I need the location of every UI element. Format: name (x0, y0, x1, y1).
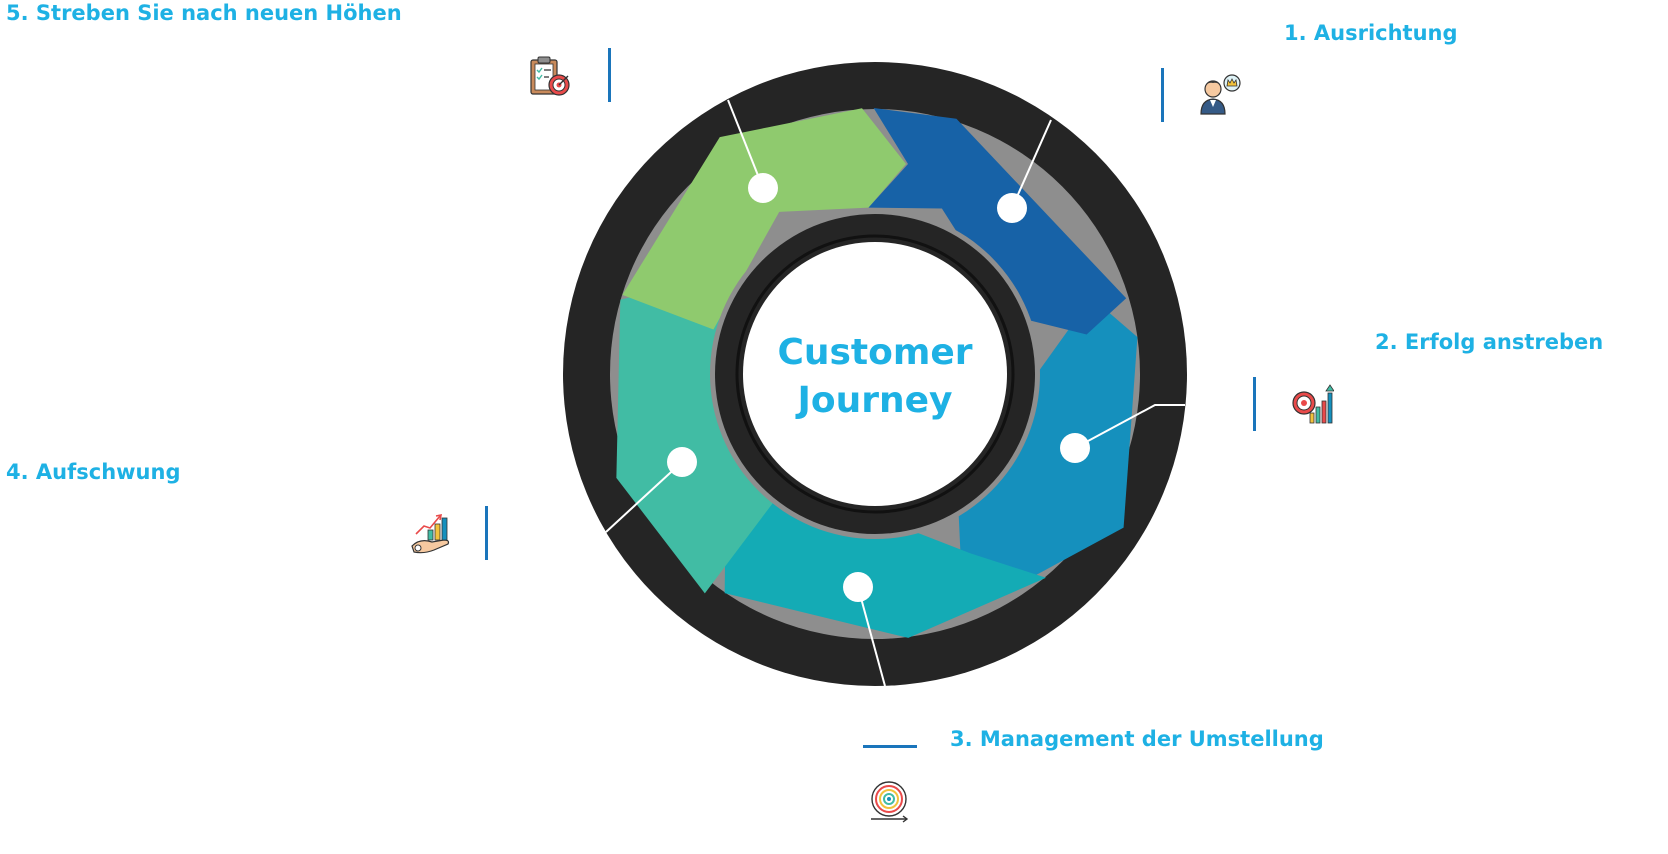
node-1 (997, 193, 1027, 223)
connector-3 (857, 586, 886, 687)
step-1-title: 1. Ausrichtung (1284, 20, 1458, 46)
hand-growth-chart-icon (411, 513, 450, 554)
node-2 (1060, 433, 1090, 463)
step-4-number: 4. (6, 460, 29, 484)
target-growth-chart-icon (1292, 384, 1334, 424)
step-3-label: Management der Umstellung (979, 727, 1324, 751)
connector-group (605, 99, 1185, 687)
segment-3 (724, 490, 1047, 638)
step-4-label: Aufschwung (35, 460, 181, 484)
connector-4 (605, 461, 683, 533)
segment-2 (957, 297, 1138, 590)
step-3-title: 3. Management der Umstellung (950, 726, 1324, 752)
step-5-number: 5. (6, 1, 29, 25)
step-2-number: 2. (1375, 330, 1398, 354)
segment-group (616, 108, 1138, 638)
segment-5 (622, 108, 906, 330)
step-3-accent-line (863, 745, 917, 748)
step-1-number: 1. (1284, 21, 1307, 45)
node-group (667, 173, 1090, 602)
connector-5 (727, 99, 764, 189)
segment-1 (868, 108, 1127, 335)
step-4-title: 4. Aufschwung (6, 459, 180, 485)
center-title-line2: Journey (794, 380, 952, 421)
step-2-title: 2. Erfolg anstreben (1375, 329, 1603, 355)
inner-ring-edge (735, 234, 1015, 514)
step-2-label: Erfolg anstreben (1404, 330, 1604, 354)
step-4-accent-line (485, 506, 488, 560)
node-5 (748, 173, 778, 203)
node-3 (843, 572, 873, 602)
cycle-change-icon (871, 781, 909, 823)
connector-2 (1074, 404, 1185, 449)
step-1-label: Ausrichtung (1313, 21, 1458, 45)
center-disc (743, 242, 1007, 506)
clipboard-target-icon (530, 56, 570, 96)
leader-person-icon (1200, 74, 1241, 115)
center-title-line1: Customer (777, 332, 972, 373)
step-1-accent-line (1161, 68, 1164, 122)
node-4 (667, 447, 697, 477)
step-2-accent-line (1253, 377, 1256, 431)
step-5-title: 5. Streben Sie nach neuen Höhen (6, 0, 402, 26)
connector-1 (1011, 119, 1052, 209)
step-5-accent-line (608, 48, 611, 102)
step-3-number: 3. (950, 727, 973, 751)
step-5-label: Streben Sie nach neuen Höhen (35, 1, 402, 25)
